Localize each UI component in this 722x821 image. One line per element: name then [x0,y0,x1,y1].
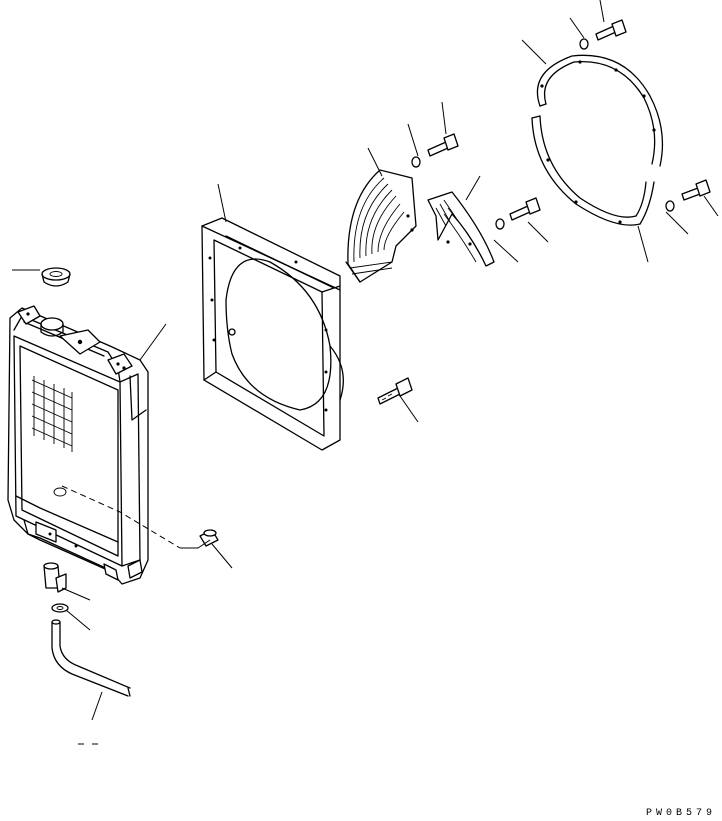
radiator-core-grid [31,376,73,452]
ring-washer-right [665,200,675,212]
plug [199,529,219,547]
drain-hose [51,619,131,697]
guard-bolt-lower [509,197,541,221]
ring-bolt-top [595,19,627,41]
radiator-cap [41,267,71,287]
fan-guard-lower [427,191,495,267]
drain-cock [43,562,67,593]
guard-washer-upper [411,156,421,168]
guard-washer-lower [495,218,505,230]
ring-bolt-right [681,179,711,201]
ring-plate [531,54,664,226]
ring-washer-top [579,38,589,50]
drawing-code: PW0B579 [645,808,716,819]
leader-lines [12,0,719,745]
fan-guard-upper [345,169,417,283]
fan-shroud [201,217,344,451]
guard-bolt-upper [427,133,459,157]
drain-washer [51,603,69,613]
shroud-bolt [377,377,413,405]
radiator [7,305,181,585]
